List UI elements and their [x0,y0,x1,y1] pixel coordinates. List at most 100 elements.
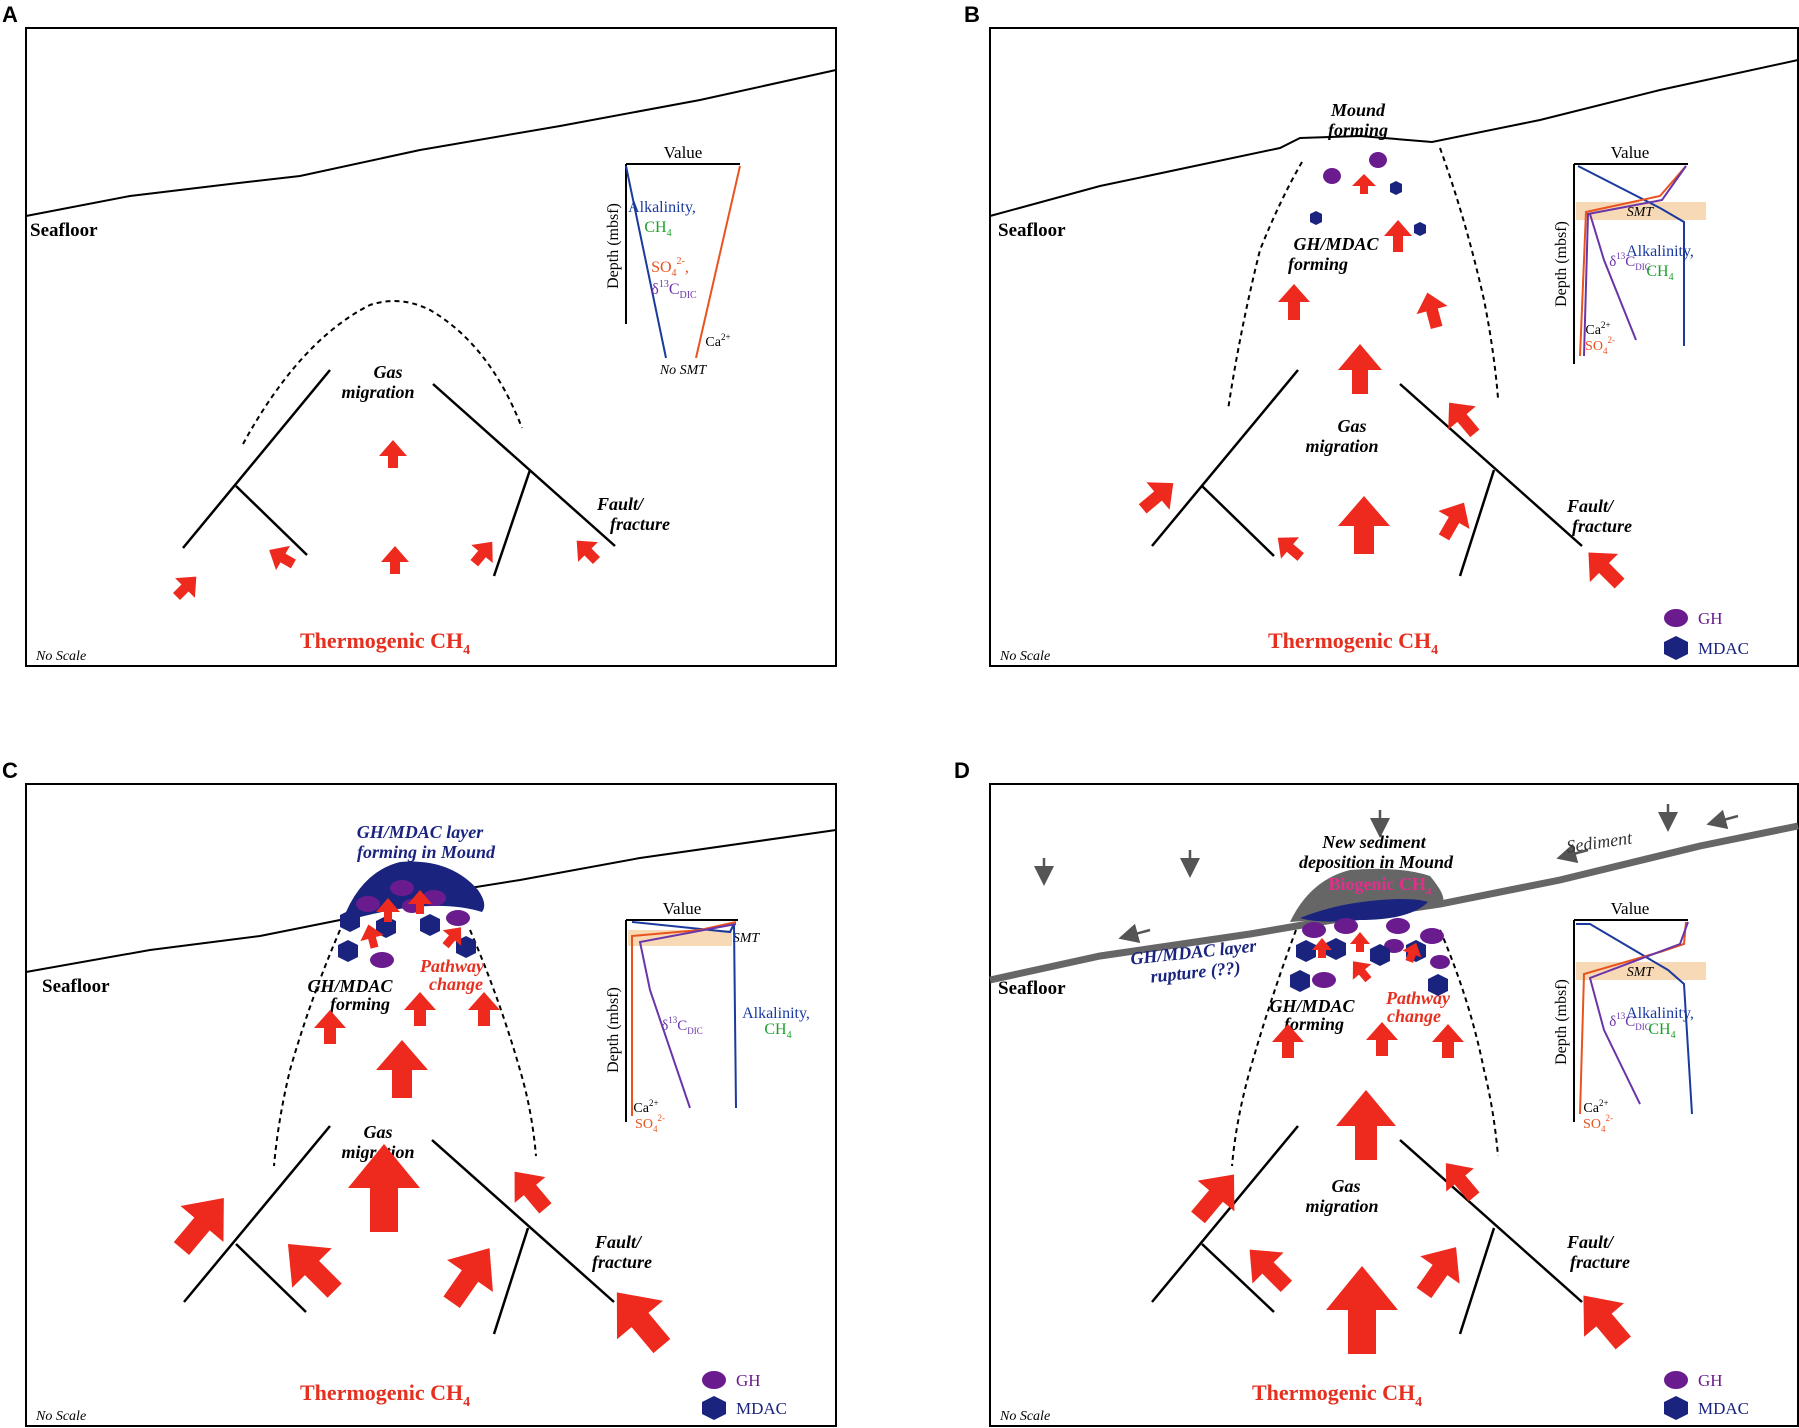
fault-label: Fault/fracture [1566,496,1632,536]
fault-lines [1151,369,1583,577]
profile-chart: Value SMT Depth (mbsf) Alkalinity, CH4 δ… [1553,899,1706,1134]
dic-curve [638,923,737,1109]
gas-arrows [173,890,671,1354]
gh-legend-label: GH [1698,1371,1723,1390]
ca-label: Ca2+ [1585,320,1610,338]
smt-label: SMT [733,931,761,946]
dic-curve-top [1583,165,1687,357]
fault-label: Fault/fracture [1566,1232,1630,1272]
gh-legend-label: GH [1698,609,1723,628]
dic-label: δ13CDIC [651,279,697,301]
seafloor-line [25,69,837,217]
smt-label: SMT [1627,965,1655,980]
dic-label: δ13CDIC [1609,1011,1651,1032]
alkalinity-label: Alkalinity, [628,199,696,216]
gh-legend-icon [702,1371,726,1389]
mdac-legend-icon [1664,1396,1688,1420]
sulfate-curve [631,921,737,1116]
mdac-legend-icon [702,1396,726,1420]
no-scale-label: No Scale [35,1409,86,1424]
mdac-markers [338,910,476,962]
gas-arrows [1138,174,1625,589]
deposition-arrows [1034,804,1739,944]
panel-frame [989,783,1799,1427]
mound-outline-left [273,929,341,1167]
profile-chart: Value Depth (mbsf) Alkalinity, CH4 SO42-… [605,143,741,378]
panel-frame [25,783,837,1427]
gas-arrows [1191,932,1631,1354]
so4-label: SO42- [635,1113,665,1134]
dic-label: δ13CDIC [661,1015,703,1036]
ca-label: Ca2+ [633,1098,658,1116]
alkalinity-label: Alkalinity, [1626,1005,1694,1022]
legend: GH MDAC [702,1371,787,1420]
alkalinity-curve [625,165,667,359]
ghmdac-layer [1300,899,1428,922]
panel-letter: B [964,2,980,27]
mound-outline-right [1439,929,1499,1157]
ch4-label: CH4 [1648,1021,1675,1041]
no-smt-label: No SMT [659,363,708,378]
biogenic-label: Biogenic CH4 [1329,874,1433,898]
fault-label: Fault/fracture [596,494,670,534]
panel-letter: A [2,2,18,27]
mound-outline-right [1439,147,1499,399]
no-scale-label: No Scale [999,649,1050,664]
mound-outline-left [1231,929,1297,1167]
gas-dome-outline [242,300,523,445]
gh-legend-icon [1664,609,1688,627]
gas-arrows [172,440,601,601]
value-axis-label: Value [664,143,703,162]
fault-label: Fault/fracture [592,1232,652,1272]
thermogenic-label: Thermogenic CH4 [300,1380,470,1410]
panel-letter: D [954,758,970,783]
so4-label: SO42-, [651,256,689,279]
sulfate-curve [1579,165,1687,357]
ca-label: Ca2+ [1583,1098,1608,1116]
legend: GH MDAC [1664,609,1749,660]
sulfate-curve [695,165,741,359]
seafloor-label: Seafloor [30,220,98,241]
panel-frame [25,27,837,667]
no-scale-label: No Scale [999,1409,1050,1424]
gh-markers [1323,152,1387,184]
seafloor-label: Seafloor [42,976,110,997]
seafloor-label: Seafloor [998,220,1066,241]
alkalinity-curve [1577,165,1685,346]
smt-label: SMT [1627,205,1655,220]
dic-curve [1588,921,1689,1105]
mound-outline-right [469,929,537,1157]
fault-lines [1151,1125,1583,1335]
alkalinity-curve [1576,923,1693,1115]
gh-legend-label: GH [736,1371,761,1390]
depth-axis-label: Depth (mbsf) [605,987,622,1073]
value-axis-label: Value [663,899,702,918]
ch4-label: CH4 [644,219,671,239]
rupture-label: GH/MDAC layerrupture (??) [1129,935,1260,989]
seafloor-label: Seafloor [998,978,1066,999]
mound-outline-left [1227,161,1303,411]
gh-markers [1302,918,1450,988]
depth-axis-label: Depth (mbsf) [1553,979,1570,1065]
no-scale-label: No Scale [35,649,86,664]
gh-legend-icon [1664,1371,1688,1389]
mdac-legend-label: MDAC [1698,639,1749,658]
depth-axis-label: Depth (mbsf) [1553,221,1570,307]
value-axis-label: Value [1611,899,1650,918]
legend: GH MDAC [1664,1371,1749,1420]
so4-label: SO42- [1585,335,1615,356]
so4-label: SO42- [1583,1113,1613,1134]
dic-curve [1589,213,1637,341]
